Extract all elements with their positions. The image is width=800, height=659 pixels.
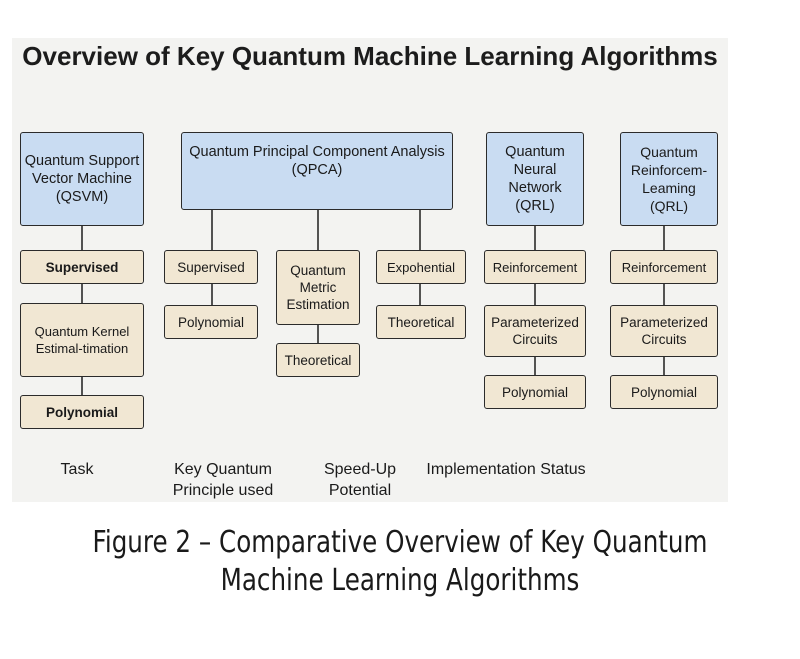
qsvm-header-box: Quantum Support Vector Machine (QSVM) [20, 132, 144, 226]
qpca-speedup-alt-box: Expohential [376, 250, 466, 284]
qsvm-speedup-box: Polynomial [20, 395, 144, 429]
qpca-task-box: Supervised [164, 250, 258, 284]
qnn-header-box: Quantum Neural Network (QRL) [486, 132, 584, 226]
qpca-principle-box: Quantum Metric Estimation [276, 250, 360, 325]
qpca-status-alt-box: Theoretical [376, 305, 466, 339]
qrl-principle-box: Parameterized Circuits [610, 305, 718, 357]
qnn-principle-box: Parameterized Circuits [484, 305, 586, 357]
row-label-task: Task [60, 461, 94, 478]
qrl-task-box: Reinforcement [610, 250, 718, 284]
qnn-speedup-box: Polynomial [484, 375, 586, 409]
row-label-speedup: Speed-Up Potential [323, 461, 397, 499]
qpca-status-box: Theoretical [276, 343, 360, 377]
figure-caption: Figure 2 – Comparative Overview of Key Q… [92, 525, 708, 598]
qsvm-task-box: Supervised [20, 250, 144, 284]
qpca-header-box: Quantum Principal Component Analysis (QP… [181, 132, 453, 210]
qrl-speedup-box: Polynomial [610, 375, 718, 409]
diagram-title: Overview of Key Quantum Machine Learning… [22, 41, 718, 71]
qnn-task-box: Reinforcement [484, 250, 586, 284]
row-label-status: Implementation Status [426, 461, 586, 478]
qsvm-principle-box: Quantum Kernel Estimal-timation [20, 303, 144, 377]
qrl-header-box: Quantum Reinforcem-Leaming (QRL) [620, 132, 718, 226]
row-label-principle: Key Quantum Principle used [172, 461, 274, 499]
qpca-speedup-box: Polynomial [164, 305, 258, 339]
